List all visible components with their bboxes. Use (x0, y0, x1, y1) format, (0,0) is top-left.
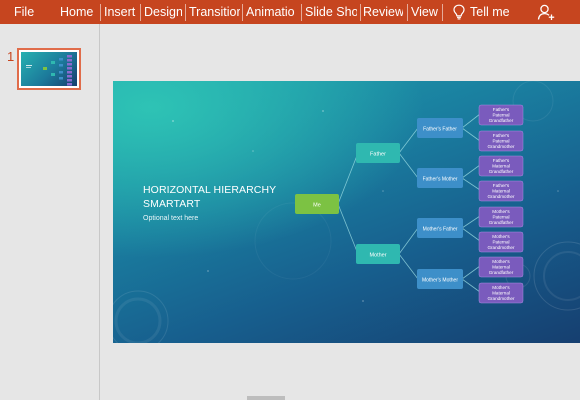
tab-file[interactable]: File (14, 5, 35, 19)
horizontal-scrollbar-thumb[interactable] (247, 396, 285, 400)
svg-text:Father's Father: Father's Father (423, 127, 457, 133)
node-mothers-mother[interactable]: Mother's Mother (417, 269, 463, 289)
tab-slide-show[interactable]: Slide Sho (305, 5, 357, 19)
svg-text:Father: Father (370, 152, 386, 158)
tab-home[interactable]: Home (60, 5, 94, 19)
svg-text:Mother: Mother (369, 253, 386, 259)
slide-canvas[interactable]: HORIZONTAL HIERARCHY SMARTART Optional t… (113, 81, 580, 343)
tab-separator (442, 4, 443, 21)
hierarchy-connectors (337, 113, 481, 293)
slide-thumbnail-image (21, 52, 77, 86)
svg-text:Father's Mother: Father's Mother (423, 177, 458, 183)
tab-review[interactable]: Review (363, 5, 403, 19)
node-mothers-father[interactable]: Mother's Father (417, 218, 463, 238)
tell-me-search[interactable]: Tell me (470, 5, 510, 19)
tab-view[interactable]: View (411, 5, 438, 19)
tab-separator (242, 4, 243, 21)
tab-design[interactable]: Design (144, 5, 182, 19)
lightbulb-icon[interactable] (452, 4, 466, 20)
node-fathers-father[interactable]: Father's Father (417, 118, 463, 138)
slide-subtitle[interactable]: Optional text here (143, 215, 199, 222)
tab-transitions[interactable]: Transitior (189, 5, 240, 19)
node-father[interactable]: Father (356, 143, 400, 163)
tab-animations[interactable]: Animatio (246, 5, 295, 19)
svg-text:Me: Me (313, 203, 321, 209)
slide-thumbnail-1[interactable] (17, 48, 81, 90)
svg-text:Mother's Father: Mother's Father (423, 227, 458, 233)
share-user-icon[interactable] (537, 3, 555, 21)
tab-separator (140, 4, 141, 21)
tab-separator (100, 4, 101, 21)
slide-number: 1 (7, 49, 15, 64)
slide-title[interactable]: HORIZONTAL HIERARCHY SMARTART (143, 184, 277, 210)
tab-separator (185, 4, 186, 21)
node-fathers-mother[interactable]: Father's Mother (417, 168, 463, 188)
svg-text:Mother's Mother: Mother's Mother (422, 278, 458, 284)
tab-insert[interactable]: Insert (104, 5, 136, 19)
hierarchy-smartart[interactable]: Me Father Mother Father's Father Father'… (113, 81, 580, 343)
tab-separator (360, 4, 361, 21)
slide-background-decoration (113, 81, 580, 343)
tab-separator (407, 4, 408, 21)
ribbon-tab-bar: File Home Insert Design Transitior Anima… (0, 0, 580, 24)
node-me[interactable]: Me (295, 194, 339, 214)
node-mother[interactable]: Mother (356, 244, 400, 264)
tab-separator (301, 4, 302, 21)
